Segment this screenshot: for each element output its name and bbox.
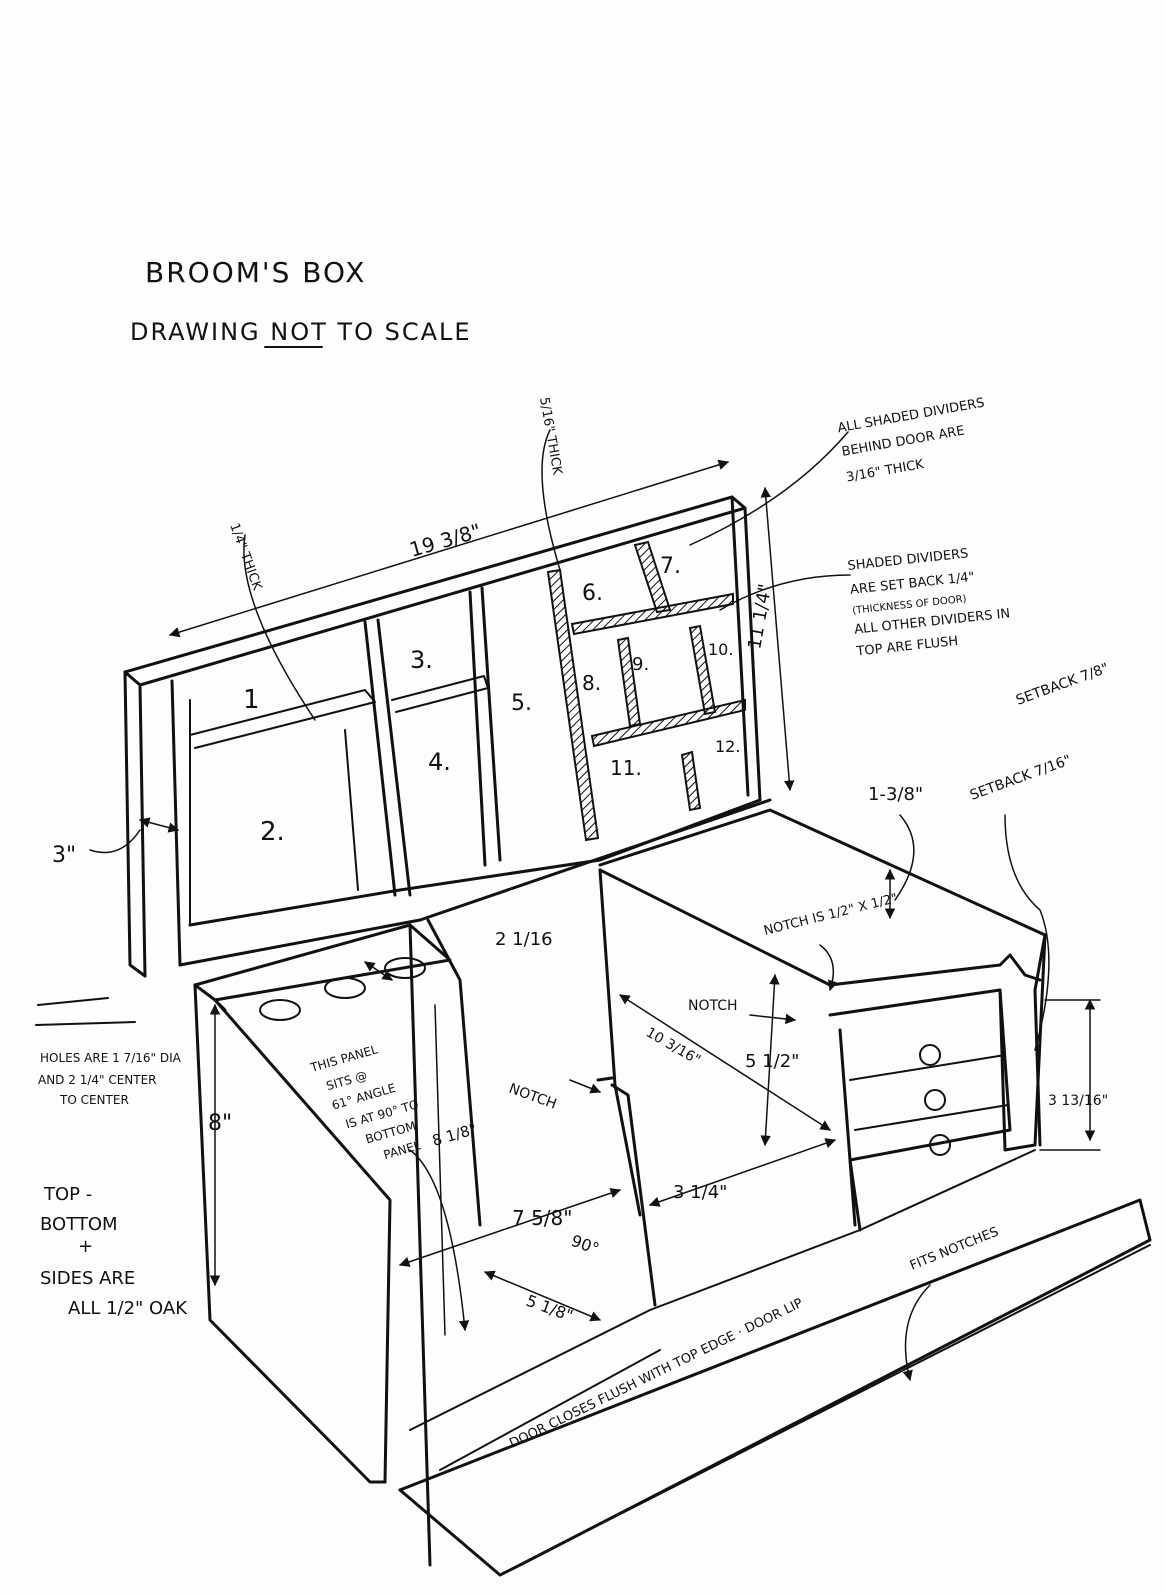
dim-3-13-16: 3 13/16" xyxy=(1048,1093,1108,1109)
dim-10-3-16: 10 3/16" xyxy=(643,1025,703,1069)
compartment-7: 7. xyxy=(660,554,681,579)
dim-width-top: 19 3/8" xyxy=(407,519,484,562)
dimension-labels: 19 3/8" 1/4" THICK 5/16" THICK 11 1/4" 3… xyxy=(52,396,1111,1325)
subtitle-before: DRAWING xyxy=(130,318,270,346)
dim-8: 8" xyxy=(208,1111,232,1136)
compartment-1: 1 xyxy=(243,685,260,715)
compartment-8: 8. xyxy=(582,671,601,695)
note-material-line5: ALL 1/2" OAK xyxy=(68,1298,188,1319)
dim-8-1-8: 8 1/8" xyxy=(430,1120,479,1150)
subtitle-after: TO SCALE xyxy=(328,318,472,346)
note-shaded-setback: SHADED DIVIDERS ARE SET BACK 1/4" (THICK… xyxy=(847,546,1011,660)
compartment-4: 4. xyxy=(428,748,451,776)
dim-3-1-4: 3 1/4" xyxy=(673,1182,727,1203)
hole-middle xyxy=(324,977,366,999)
note-setback-line2: ARE SET BACK 1/4" xyxy=(849,570,975,598)
note-material-line1: TOP - xyxy=(43,1184,92,1205)
compartment-6: 6. xyxy=(582,581,603,606)
dimension-lines xyxy=(89,429,1101,1382)
dim-depth-3: 3" xyxy=(52,843,76,868)
note-shaded-thickness: ALL SHADED DIVIDERS BEHIND DOOR ARE 3/16… xyxy=(836,396,985,486)
note-material-line3: + xyxy=(78,1236,93,1257)
note-panel-line1: THIS PANEL xyxy=(308,1042,380,1075)
label-notch-1: NOTCH xyxy=(688,998,738,1014)
note-holes-line1: HOLES ARE 1 7/16" DIA xyxy=(40,1051,182,1065)
hole-left xyxy=(259,999,301,1021)
note-setback-line5: TOP ARE FLUSH xyxy=(855,634,959,660)
notes: ALL SHADED DIVIDERS BEHIND DOOR ARE 3/16… xyxy=(35,396,1011,1452)
compartment-9: 9. xyxy=(632,654,649,675)
compartment-12: 12. xyxy=(715,737,740,756)
subtitle-emph: NOT xyxy=(270,318,328,346)
sketch-subtitle: DRAWING NOT TO SCALE xyxy=(130,318,472,346)
note-fits-notches: FITS NOTCHES xyxy=(908,1225,1001,1274)
label-notch-2: NOTCH xyxy=(507,1081,559,1113)
note-holes-line3: TO CENTER xyxy=(59,1093,129,1107)
dim-setback-7-16: SETBACK 7/16" xyxy=(968,752,1074,803)
dim-7-5-8: 7 5/8" xyxy=(512,1206,572,1230)
compartment-11: 11. xyxy=(610,756,642,780)
note-door: DOOR CLOSES FLUSH WITH TOP EDGE · DOOR L… xyxy=(507,1296,805,1452)
note-material-line4: SIDES ARE xyxy=(40,1268,135,1289)
dim-height-1-3-8: 1-3/8" xyxy=(868,784,923,805)
drawer-knob-2 xyxy=(924,1089,946,1111)
sketch-title: BROOM'S BOX xyxy=(145,256,366,289)
lower-box xyxy=(193,808,1152,1577)
dim-angle-90: 90° xyxy=(569,1231,602,1259)
dim-5-1-8: 5 1/8" xyxy=(524,1291,576,1325)
note-material-line2: BOTTOM xyxy=(40,1214,118,1235)
dim-setback-7-8: SETBACK 7/8" xyxy=(1014,660,1111,708)
note-shaded-thickness-line3: 3/16" THICK xyxy=(845,457,925,485)
note-holes: HOLES ARE 1 7/16" DIA AND 2 1/4" CENTER … xyxy=(35,997,182,1107)
compartment-labels: 1 2. 3. 4. 5. 6. 7. 8. 9. 10. 11. 12. xyxy=(243,554,740,847)
compartment-10: 10. xyxy=(708,640,733,659)
compartment-3: 3. xyxy=(410,646,433,674)
drawer-knob-1 xyxy=(919,1044,941,1066)
dim-thick-quarter: 1/4" THICK xyxy=(226,521,264,593)
note-material: TOP - BOTTOM + SIDES ARE ALL 1/2" OAK xyxy=(40,1184,188,1319)
compartment-5: 5. xyxy=(511,691,532,716)
note-setback-line1: SHADED DIVIDERS xyxy=(847,546,969,574)
dim-5-1-2: 5 1/2" xyxy=(745,1051,799,1072)
drawer-knob-3 xyxy=(929,1134,951,1156)
note-notch-size: NOTCH IS 1/2" X 1/2" xyxy=(762,891,899,939)
note-holes-line2: AND 2 1/4" CENTER xyxy=(38,1073,157,1087)
compartment-2: 2. xyxy=(260,817,285,847)
dim-gap-2-1-16: 2 1/16 xyxy=(495,929,553,950)
dim-thick-5-16: 5/16" THICK xyxy=(536,396,564,476)
